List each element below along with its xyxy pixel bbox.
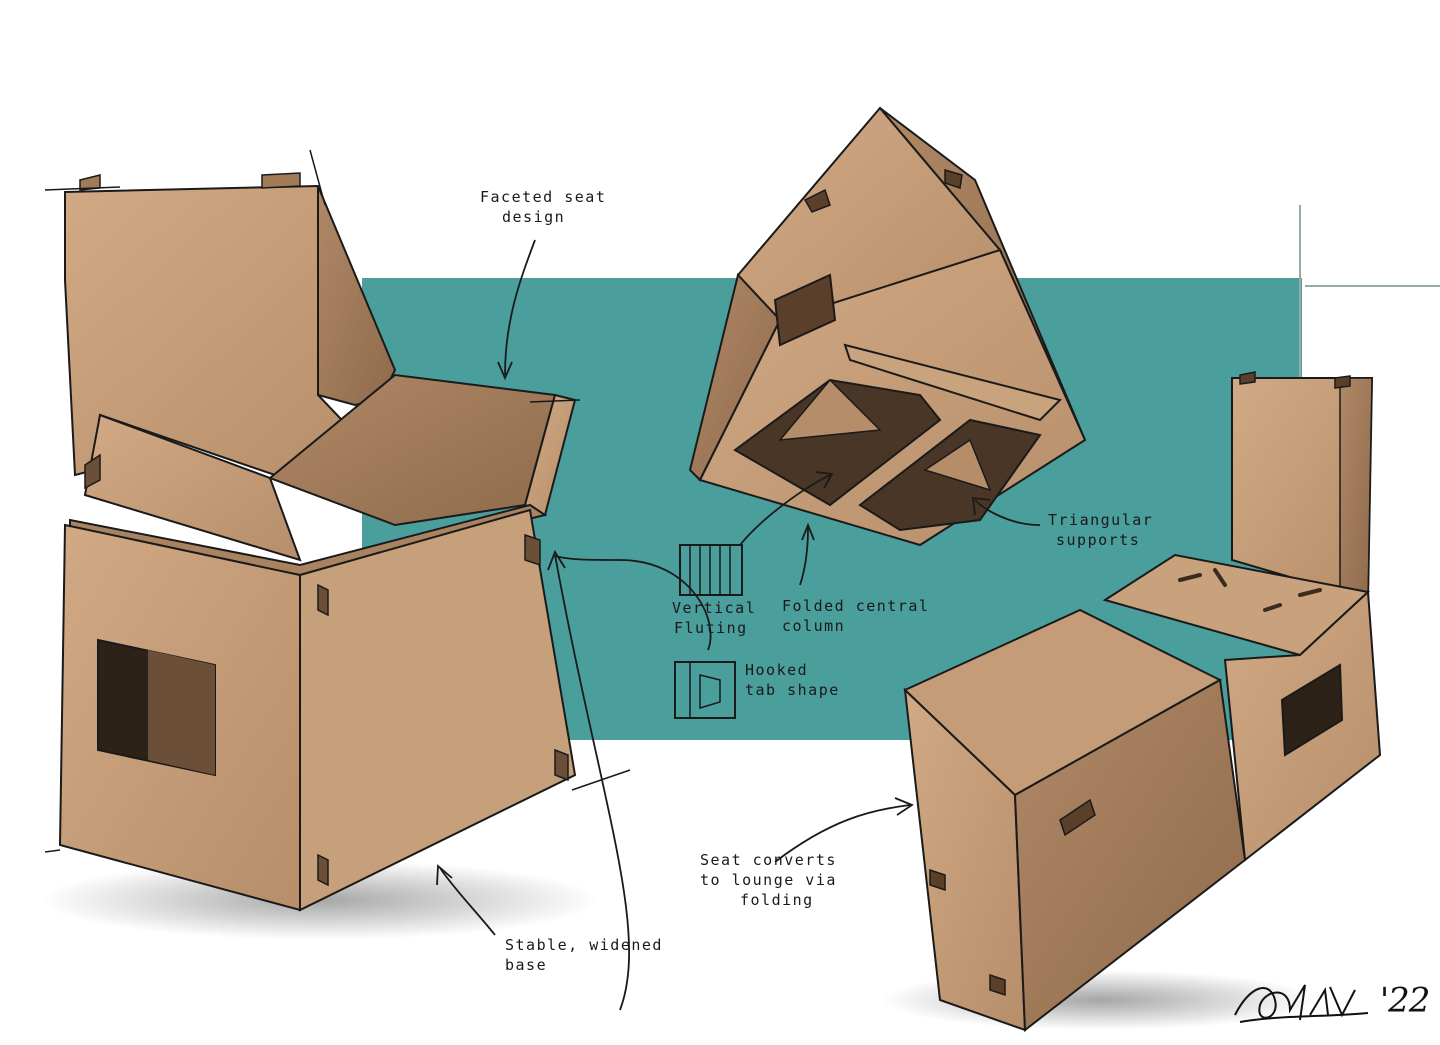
vertical-fluting-inset [679, 544, 743, 596]
annotation-faceted-seat: Faceted seat design [480, 187, 606, 227]
annotation-line: Triangular [1048, 511, 1154, 529]
annotation-line: Stable, widened [505, 936, 663, 954]
artist-signature: '22 [1230, 975, 1431, 1030]
annotation-triangular-supports: Triangular supports [1048, 510, 1153, 550]
annotation-line: Vertical [672, 599, 757, 617]
annotation-line: Folded central [782, 597, 930, 615]
annotation-line: to lounge via [700, 871, 837, 889]
annotation-line: tab shape [745, 681, 840, 699]
annotation-line: design [502, 208, 566, 226]
annotation-stable-base: Stable, widened base [505, 935, 663, 975]
annotation-hooked-tab-shape: Hooked tab shape [745, 660, 840, 700]
center-chair-sketch [688, 106, 1087, 547]
annotation-folded-central-column: Folded central column [782, 596, 929, 636]
annotation-seat-converts: Seat converts to lounge via folding [700, 850, 837, 910]
signature-scribble [1234, 984, 1369, 1023]
annotation-line: column [782, 617, 846, 635]
hooked-tab-inset [674, 661, 736, 719]
right-chair-sketch [880, 371, 1382, 1032]
annotation-arrows [436, 239, 1041, 1011]
signature-year: '22 [1379, 980, 1431, 1021]
annotation-vertical-fluting: Vertical Fluting [672, 598, 756, 638]
annotation-line: Seat converts [700, 851, 837, 869]
left-chair-sketch [40, 149, 631, 940]
annotation-line: supports [1056, 531, 1141, 549]
annotation-line: base [505, 956, 548, 974]
annotation-line: Faceted seat [480, 188, 607, 206]
annotation-line: Hooked [745, 661, 809, 679]
annotation-line: folding [740, 891, 814, 909]
annotation-line: Fluting [674, 619, 748, 637]
